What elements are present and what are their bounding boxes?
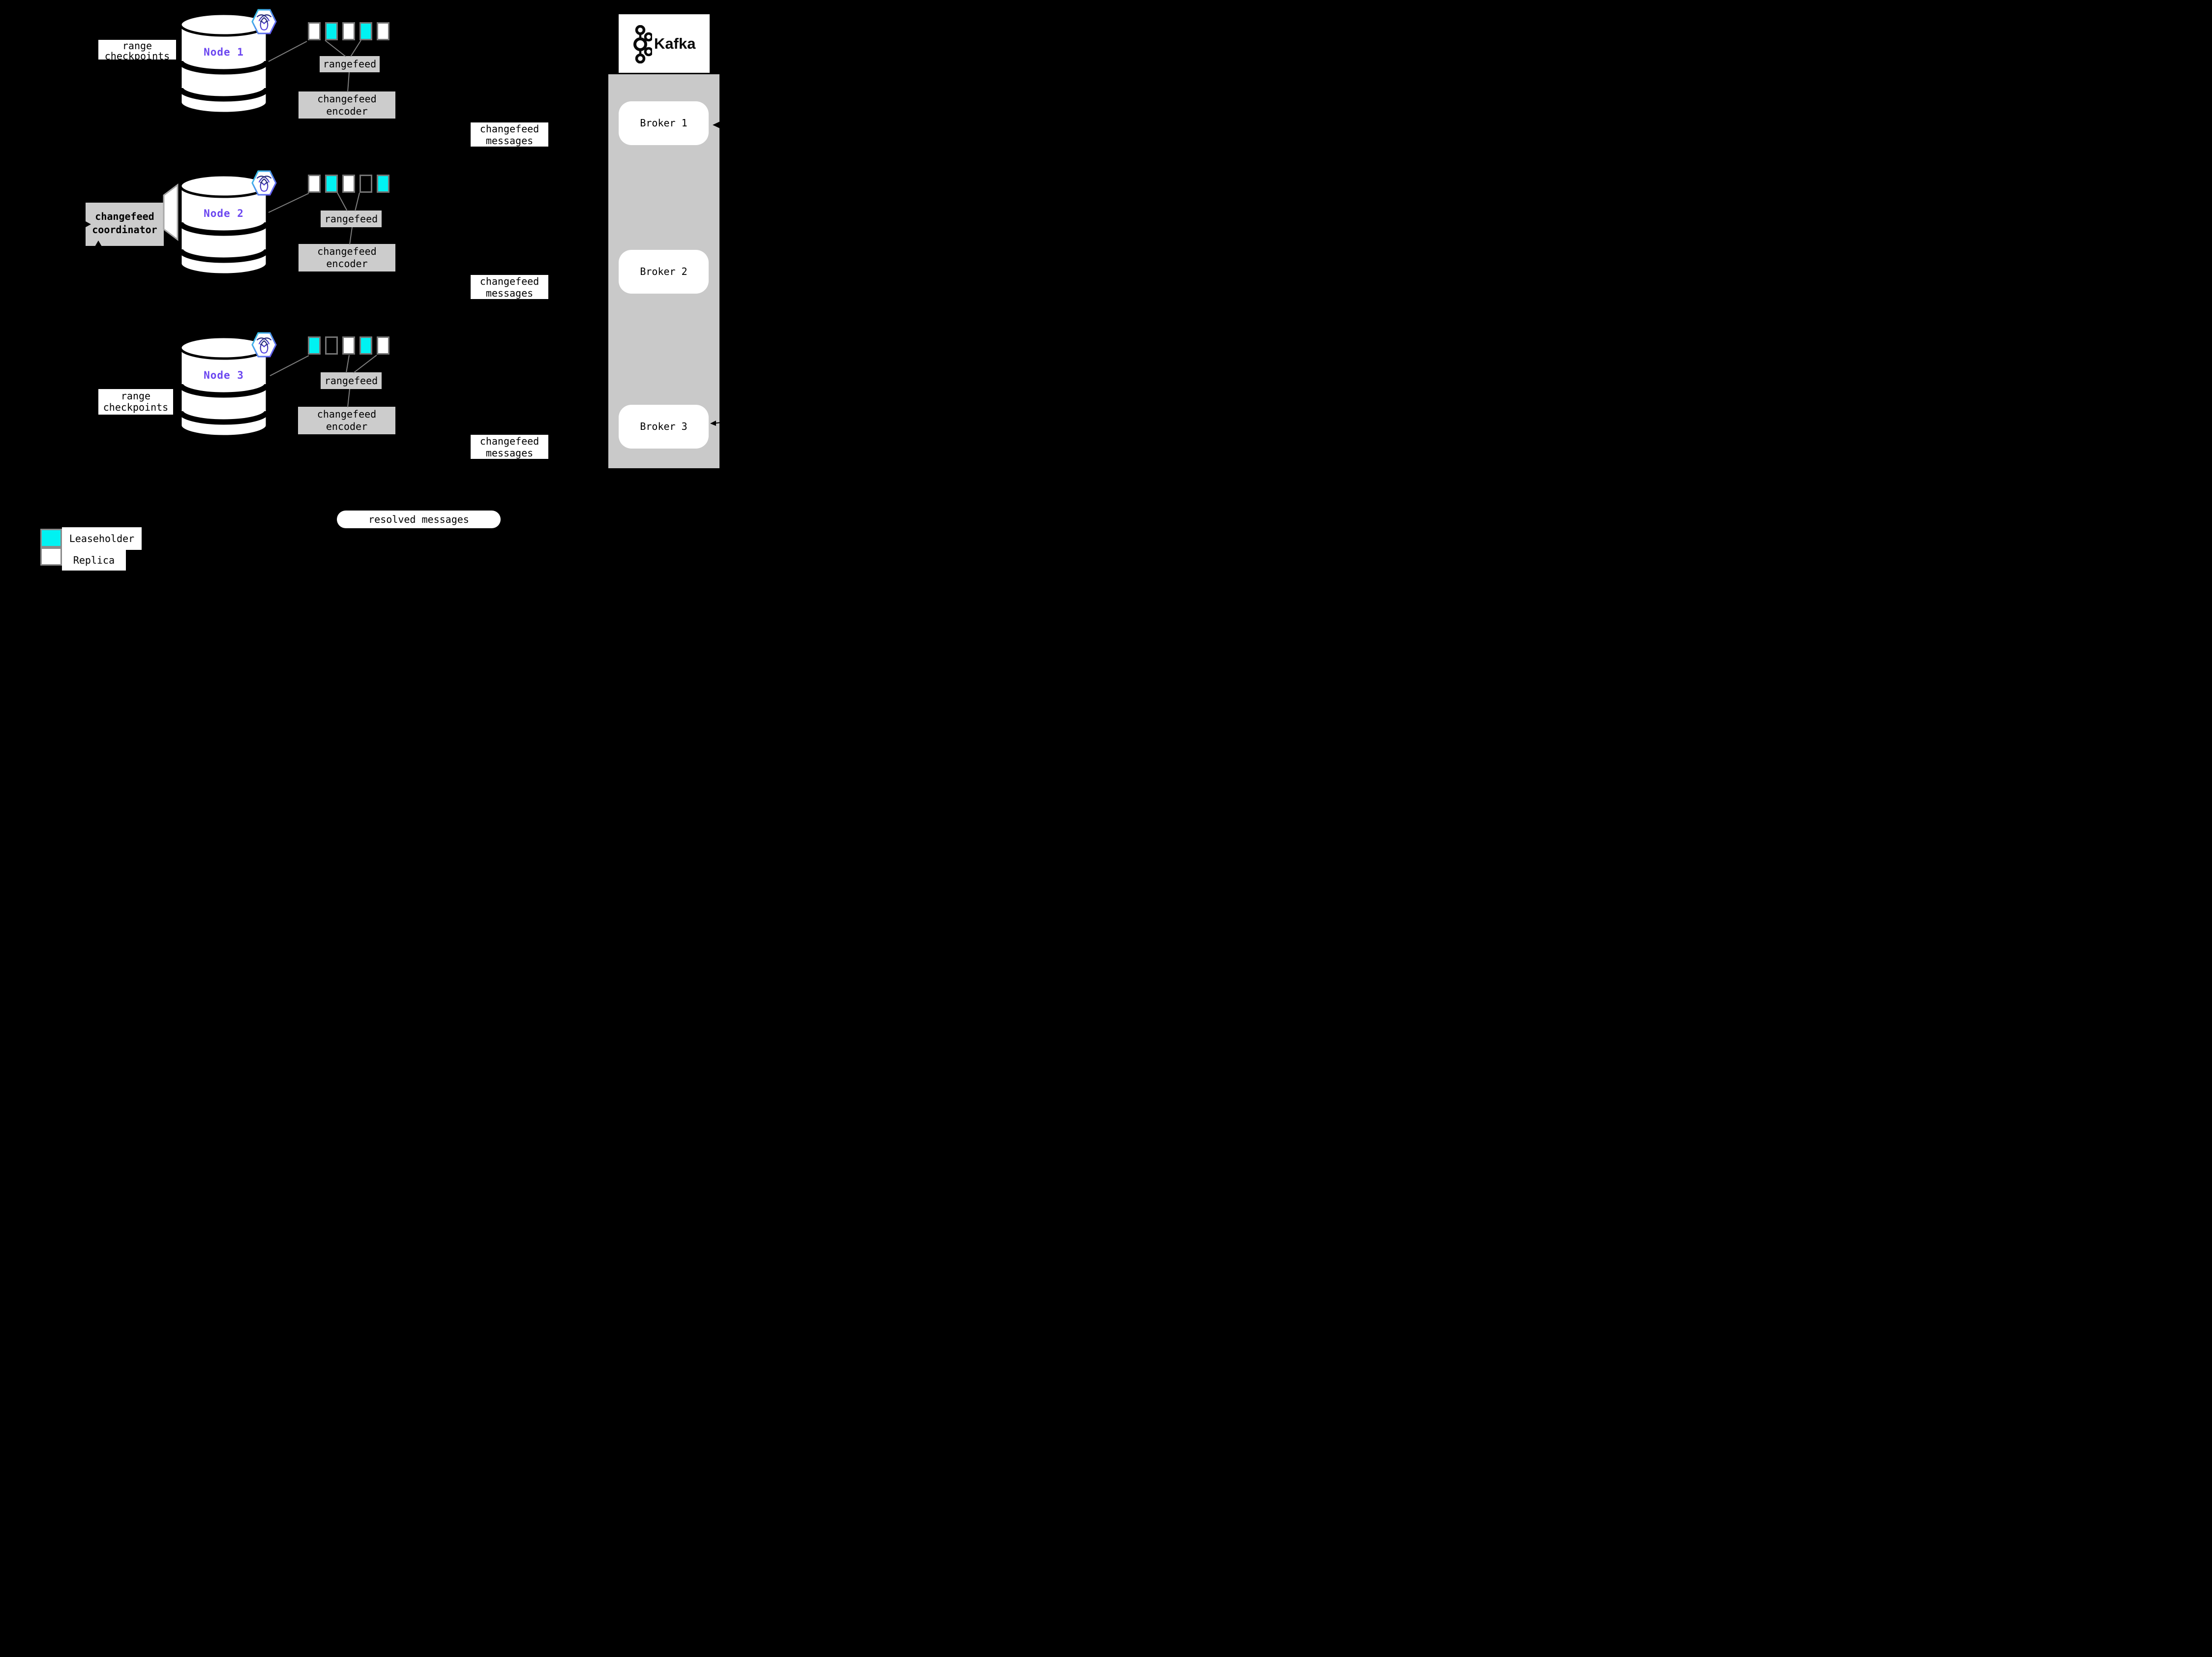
coordinator-pointer-flag bbox=[163, 183, 179, 241]
range-checkpoints-text: range checkpoints bbox=[98, 40, 176, 60]
cockroachdb-hexagon-icon-node3 bbox=[251, 332, 277, 358]
range-square-empty bbox=[325, 336, 338, 355]
range-square-leaseholder bbox=[359, 336, 372, 355]
legend-replica-label: Replica bbox=[62, 550, 126, 571]
cockroachdb-hexagon-icon-node2 bbox=[251, 170, 277, 196]
legend-leaseholder-label: Leaseholder bbox=[62, 527, 142, 550]
kafka-broker-3: Broker 3 bbox=[619, 405, 709, 449]
cockroachdb-hexagon-icon-node1 bbox=[251, 9, 277, 34]
rangefeed-box-node2: rangefeed bbox=[321, 211, 382, 227]
range-square-replica bbox=[342, 336, 355, 355]
database-cylinder-icon-node1 bbox=[179, 12, 269, 115]
range-square-empty bbox=[359, 175, 372, 193]
range-square-leaseholder bbox=[308, 336, 321, 355]
range-squares-node1 bbox=[308, 22, 389, 40]
node3-title: Node 3 bbox=[204, 369, 244, 381]
changefeed-architecture-diagram: range checkpoints Node 1 rangefeed chang… bbox=[0, 0, 771, 577]
node1-title: Node 1 bbox=[204, 46, 244, 58]
rangefeed-box-node3: rangefeed bbox=[321, 372, 382, 389]
range-squares-node3 bbox=[308, 336, 389, 355]
range-square-replica bbox=[377, 336, 389, 355]
resolved-messages-pill: resolved messages bbox=[337, 511, 501, 528]
range-square-replica bbox=[308, 175, 321, 193]
kafka-cluster-panel: Broker 1 Broker 2 Broker 3 bbox=[608, 74, 719, 468]
changefeed-encoder-box-node1: changefeed encoder bbox=[299, 91, 395, 119]
range-square-leaseholder bbox=[377, 175, 389, 193]
arrow-stub-encoder2 bbox=[395, 258, 398, 261]
range-square-replica bbox=[342, 22, 355, 40]
legend-replica-swatch bbox=[40, 547, 62, 566]
rangefeed-box-node1: rangefeed bbox=[320, 56, 380, 72]
node2-title: Node 2 bbox=[204, 208, 244, 219]
range-squares-node2 bbox=[308, 175, 389, 193]
changefeed-messages-label-node2: changefeed messages bbox=[471, 275, 548, 299]
database-cylinder-icon-node2 bbox=[179, 174, 269, 276]
database-cylinder-icon-node3 bbox=[179, 335, 269, 438]
kafka-logo-box: Kafka bbox=[619, 14, 710, 73]
kafka-logo-icon bbox=[633, 25, 652, 63]
range-square-leaseholder bbox=[359, 22, 372, 40]
changefeed-encoder-box-node2: changefeed encoder bbox=[299, 244, 395, 271]
changefeed-encoder-box-node3: changefeed encoder bbox=[298, 407, 395, 434]
range-checkpoints-label-node3: range checkpoints bbox=[98, 389, 173, 415]
range-square-replica bbox=[308, 22, 321, 40]
range-checkpoints-label-node1: range checkpoints bbox=[98, 40, 176, 60]
kafka-brand-text: Kafka bbox=[654, 35, 696, 52]
changefeed-messages-label-node3: changefeed messages bbox=[471, 435, 548, 459]
range-square-replica bbox=[342, 175, 355, 193]
range-square-replica bbox=[377, 22, 389, 40]
changefeed-messages-label-node1: changefeed messages bbox=[471, 122, 548, 147]
kafka-broker-1: Broker 1 bbox=[619, 101, 709, 145]
changefeed-coordinator-box: changefeed coordinator bbox=[86, 203, 164, 246]
range-square-leaseholder bbox=[325, 175, 338, 193]
range-square-leaseholder bbox=[325, 22, 338, 40]
legend-leaseholder-swatch bbox=[40, 529, 62, 547]
kafka-broker-2: Broker 2 bbox=[619, 250, 709, 294]
